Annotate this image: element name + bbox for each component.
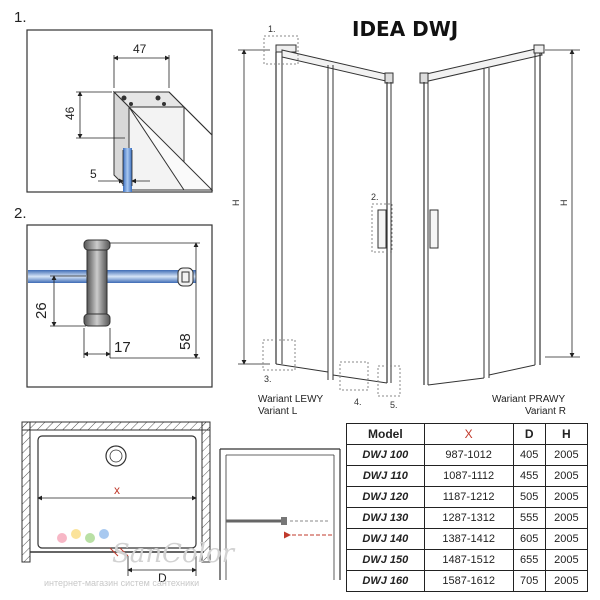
cell-h: 2005 — [544, 528, 589, 550]
glass-pane — [123, 148, 132, 192]
cell-d: 405 — [512, 444, 546, 466]
shower-tray — [37, 435, 197, 549]
top-profile — [112, 90, 214, 192]
cell-model: DWJ 140 — [346, 528, 425, 550]
cell-x: 1587-1612 — [423, 570, 514, 592]
side-section — [219, 448, 341, 580]
cell-h: 2005 — [544, 444, 589, 466]
table-row: DWJ 130 1287-1312 555 2005 — [346, 507, 589, 529]
page-title: IDEA DWJ — [352, 17, 458, 41]
cell-h: 2005 — [544, 486, 589, 508]
right-variant-elevation: H Wariant PRAWY Variant R — [419, 44, 580, 417]
header-x: X — [423, 423, 514, 445]
callout-5: 5. — [390, 400, 398, 410]
plan-x-label: x — [114, 483, 120, 497]
cell-model: DWJ 120 — [346, 486, 425, 508]
table-row: DWJ 150 1487-1512 655 2005 — [346, 549, 589, 571]
detail-2: 2. 26 17 58 — [14, 205, 213, 388]
table-header-row: Model X D H — [346, 423, 589, 445]
watermark-logo: SanColor интернет-магазин систем сантехн… — [44, 529, 236, 588]
cell-model: DWJ 160 — [346, 570, 425, 592]
cell-d: 655 — [512, 549, 546, 571]
table-row: DWJ 110 1087-1112 455 2005 — [346, 465, 589, 487]
roller-end — [177, 267, 194, 287]
variant-right-line2: Variant R — [525, 406, 566, 417]
watermark-brand: SanColor — [112, 539, 236, 569]
cell-h: 2005 — [544, 507, 589, 529]
cell-x: 1287-1312 — [423, 507, 514, 529]
cell-d: 455 — [512, 465, 546, 487]
header-model: Model — [346, 423, 425, 445]
cell-h: 2005 — [544, 549, 589, 571]
variant-left-line2: Variant L — [258, 406, 298, 417]
table-row: DWJ 160 1587-1612 705 2005 — [346, 570, 589, 592]
dim-17: 17 — [114, 339, 131, 356]
detail-1-number: 1. — [14, 9, 27, 26]
table-row: DWJ 140 1387-1412 605 2005 — [346, 528, 589, 550]
dim-47: 47 — [133, 42, 147, 56]
detail-1: 1. 47 46 5 — [14, 9, 214, 193]
cell-model: DWJ 130 — [346, 507, 425, 529]
callout-3: 3. — [264, 374, 272, 384]
height-label-right: H — [559, 200, 569, 207]
model-size-table: Model X D H DWJ 100 987-1012 405 2005 DW… — [346, 423, 589, 592]
plan-d-label: D — [158, 571, 167, 585]
cell-d: 505 — [512, 486, 546, 508]
variant-right-line1: Wariant PRAWY — [492, 394, 565, 405]
left-variant-elevation: H 1. 2. 3. 4. 5. Wariant LEWY Variant L — [231, 24, 401, 417]
header-d: D — [512, 423, 546, 445]
callout-1: 1. — [268, 24, 276, 34]
detail-2-frame — [26, 224, 213, 388]
dim-46: 46 — [63, 106, 77, 120]
cell-x: 1387-1412 — [423, 528, 514, 550]
cell-x: 987-1012 — [423, 444, 514, 466]
dim-58: 58 — [177, 333, 194, 350]
cell-h: 2005 — [544, 570, 589, 592]
door-handle — [83, 239, 111, 327]
detail-1-frame — [26, 29, 213, 193]
cell-d: 705 — [512, 570, 546, 592]
cell-h: 2005 — [544, 465, 589, 487]
cell-model: DWJ 150 — [346, 549, 425, 571]
cell-x: 1187-1212 — [423, 486, 514, 508]
dim-5: 5 — [90, 167, 97, 181]
cell-model: DWJ 100 — [346, 444, 425, 466]
cell-x: 1087-1112 — [423, 465, 514, 487]
left-door-handle — [377, 209, 387, 249]
cell-model: DWJ 110 — [346, 465, 425, 487]
callout-4: 4. — [354, 397, 362, 407]
callout-2: 2. — [371, 192, 379, 202]
variant-left-line1: Wariant LEWY — [258, 394, 324, 405]
header-h: H — [544, 423, 589, 445]
table-row: DWJ 100 987-1012 405 2005 — [346, 444, 589, 466]
dim-26: 26 — [33, 302, 50, 319]
detail-2-number: 2. — [14, 205, 27, 222]
cell-d: 555 — [512, 507, 546, 529]
watermark-tagline: интернет-магазин систем сантехники — [44, 578, 199, 588]
glass-edge — [28, 270, 196, 283]
height-label-left: H — [231, 200, 241, 207]
cell-x: 1487-1512 — [423, 549, 514, 571]
right-door-handle — [429, 209, 439, 249]
table-row: DWJ 120 1187-1212 505 2005 — [346, 486, 589, 508]
cell-d: 605 — [512, 528, 546, 550]
drain-icon — [105, 445, 127, 467]
plan-view: x D — [21, 421, 211, 585]
